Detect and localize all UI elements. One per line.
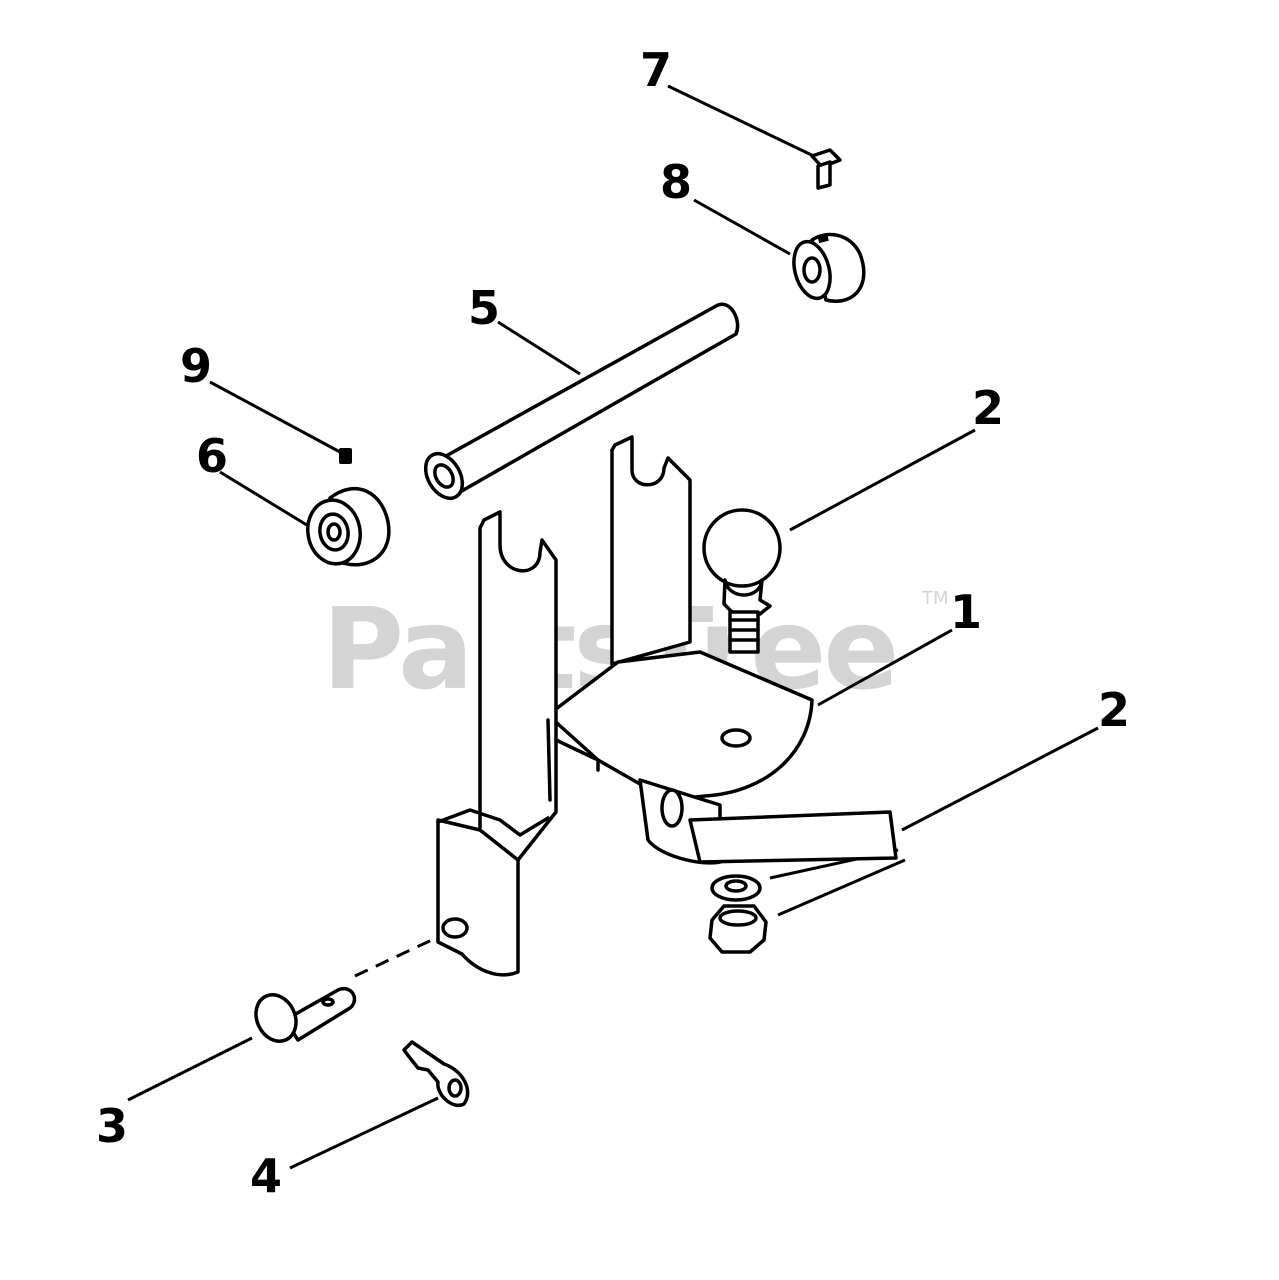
leader-line-2-upper (789, 428, 976, 532)
leader-line-1 (817, 628, 953, 707)
part-9-set-screw (339, 448, 352, 464)
leader-line-2-lower-c (777, 858, 906, 917)
pin-axis-dashed (354, 936, 437, 978)
leader-line-8 (693, 198, 791, 256)
callout-7: 7 (640, 43, 672, 97)
leader-line-6 (219, 470, 316, 532)
callout-3: 3 (96, 1099, 128, 1153)
part-7-screw (810, 148, 842, 190)
part-2-washer-nut (688, 810, 898, 954)
leader-line-2-lower-a (901, 726, 1099, 832)
callout-4: 4 (250, 1149, 282, 1203)
leader-line-5 (497, 320, 581, 376)
part-2-ball-hitch (702, 508, 782, 654)
callout-2-upper: 2 (972, 381, 1004, 435)
leader-line-9 (209, 380, 341, 454)
part-4-cotter-pin (402, 1040, 470, 1108)
part-5-shaft (423, 302, 740, 501)
part-3-clevis-pin (254, 986, 357, 1043)
callout-2-lower: 2 (1098, 683, 1130, 737)
callout-numbers: 7 8 5 9 6 2 1 2 3 4 (96, 43, 1130, 1203)
callout-6: 6 (196, 429, 228, 483)
callout-5: 5 (468, 281, 500, 335)
callout-9: 9 (180, 339, 212, 393)
watermark-trademark: TM (921, 588, 949, 609)
part-6-collar (306, 486, 391, 567)
leader-line-3 (127, 1036, 253, 1102)
callout-8: 8 (660, 155, 692, 209)
callout-1: 1 (950, 585, 982, 639)
part-8-collar (792, 232, 866, 303)
leader-line-7 (667, 84, 823, 162)
part-1-bracket (436, 435, 814, 977)
leader-line-4 (289, 1096, 439, 1170)
